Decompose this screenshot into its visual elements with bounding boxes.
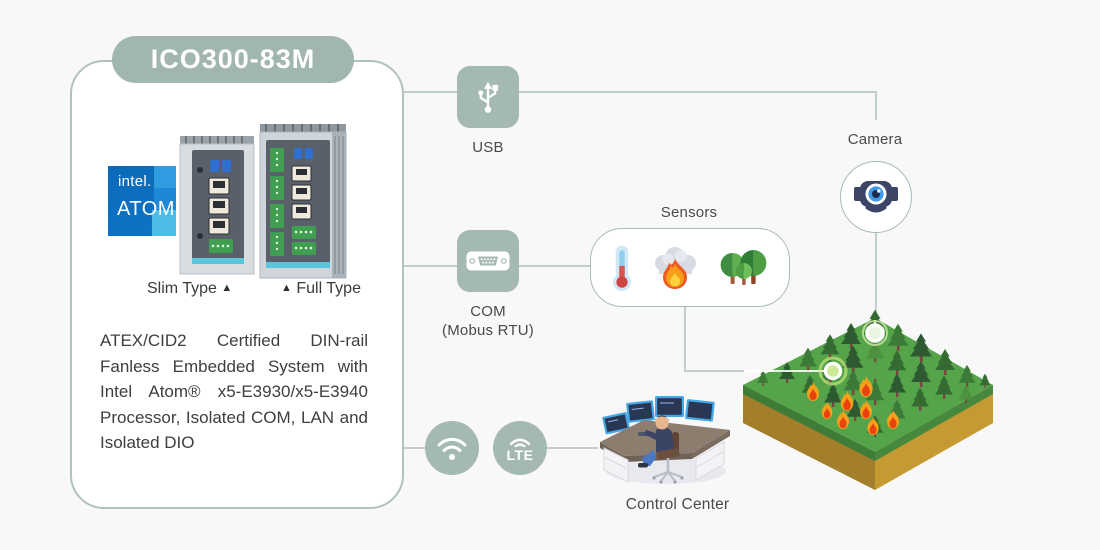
connector-card-com: [400, 265, 457, 267]
atom-product-text: ATOM™: [117, 198, 176, 221]
connector-com-sensors: [519, 265, 590, 267]
intel-atom-logo: intel. ATOM™: [108, 166, 176, 236]
sensors-label: Sensors: [660, 204, 718, 221]
slim-type-device: [179, 136, 255, 275]
connector-sensors-forest-h: [684, 370, 746, 372]
connector-card-usb: [400, 91, 457, 93]
slim-type-arrow-icon: ▲: [221, 282, 233, 294]
product-card: [70, 60, 404, 509]
soil-left-face: [743, 385, 875, 490]
com-node: [457, 230, 519, 292]
monitor-icon: [602, 396, 715, 435]
control-center-illustration: [600, 396, 730, 484]
wifi-node: [425, 421, 479, 475]
full-type-label: ▲ Full Type: [281, 280, 361, 298]
wifi-icon: [437, 437, 467, 460]
soil-right-face: [875, 385, 993, 490]
camera-node: [840, 161, 912, 233]
connector-lte-control: [547, 447, 598, 449]
thermometer-icon: [613, 245, 631, 291]
full-type-device: [259, 124, 347, 279]
com-label-line2: (Mobus RTU): [442, 321, 534, 339]
atom-text: ATOM: [117, 198, 175, 220]
usb-node: [457, 66, 519, 128]
connector-usb-camera-h: [519, 91, 876, 93]
intel-brand-text: intel.: [118, 173, 152, 190]
lte-label: LTE: [506, 446, 534, 463]
full-type-text: Full Type: [296, 280, 361, 297]
product-description: ATEX/CID2 Certified DIN-rail Fanless Emb…: [100, 331, 368, 452]
sensors-box: [590, 228, 790, 307]
connector-camera-forest: [875, 231, 877, 320]
full-type-arrow-icon: ▲: [281, 282, 292, 294]
product-title-badge: ICO300-83M: [112, 36, 354, 83]
com-label-line1: COM: [470, 303, 506, 320]
slim-type-text: Slim Type: [147, 280, 217, 297]
grass-fringe-left: [743, 385, 875, 461]
control-center-label: Control Center: [625, 496, 730, 513]
forest-illustration: [743, 309, 993, 490]
connector-usb-camera-v: [875, 91, 877, 120]
camera-view-marker: [862, 320, 888, 346]
serial-port-icon: [466, 251, 510, 271]
connector-sensors-forest-v: [684, 305, 686, 371]
lte-node: LTE: [493, 421, 547, 475]
com-label: COM (Mobus RTU): [432, 303, 544, 341]
webcam-icon: [854, 181, 898, 213]
logo-block: [154, 188, 176, 210]
usb-icon: [478, 81, 499, 113]
lte-signal-icon: [509, 438, 531, 447]
trees-icon: [720, 249, 767, 285]
device-product-image: [179, 124, 347, 279]
slim-type-label: Slim Type ▲: [147, 280, 232, 298]
connector-card-wifi: [400, 447, 425, 449]
sensor-point-marker: [818, 356, 848, 386]
usb-label: USB: [472, 139, 504, 156]
fire-smoke-icon: [655, 246, 696, 289]
operator-person: [638, 415, 684, 484]
trademark-symbol: ™: [175, 200, 176, 209]
grass-fringe-right: [875, 385, 993, 461]
logo-block: [154, 166, 176, 188]
logo-block: [152, 210, 176, 236]
camera-label: Camera: [847, 131, 903, 148]
